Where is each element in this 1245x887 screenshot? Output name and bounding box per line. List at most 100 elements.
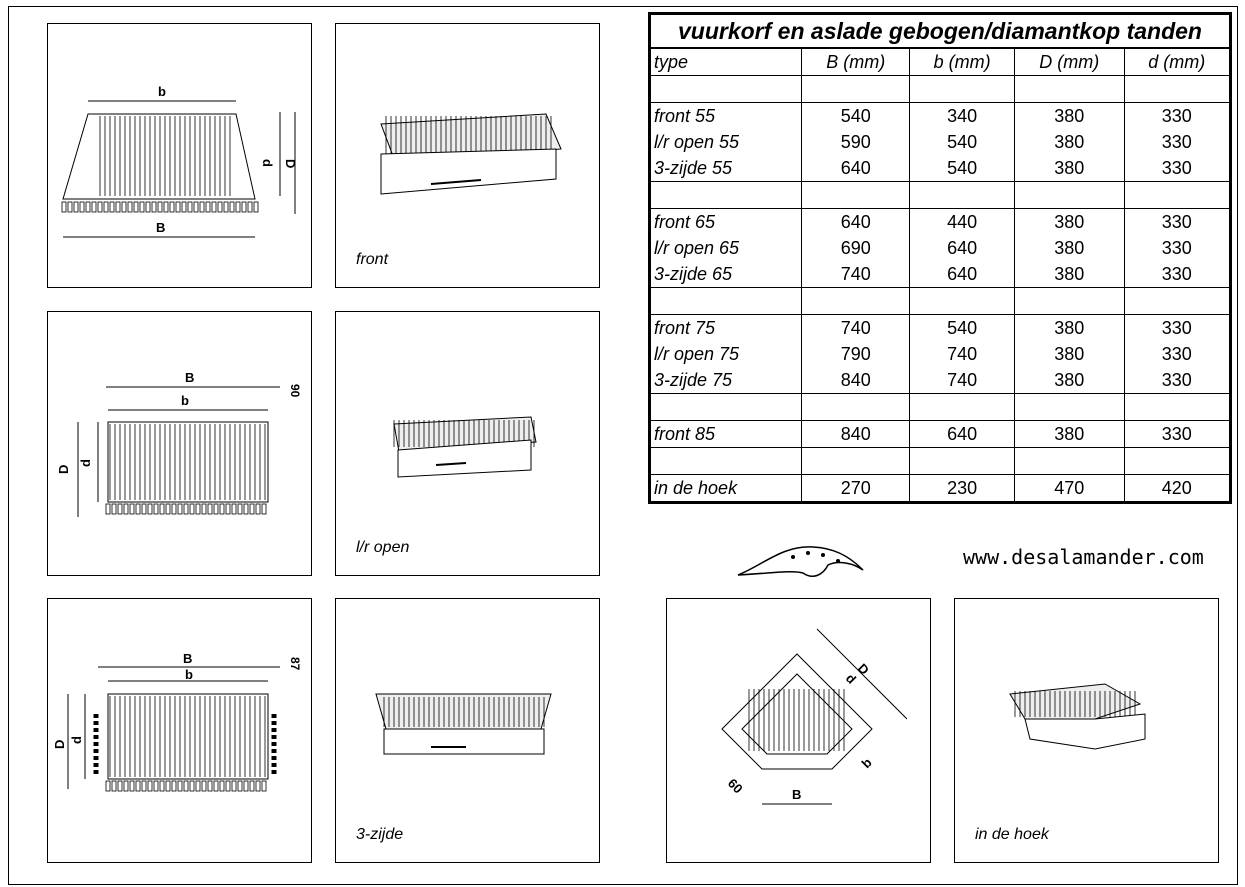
corner-dimension-drawing: B D d b 60 <box>666 598 931 863</box>
empty-cell <box>1013 181 1125 209</box>
table-cell: 640 <box>909 235 1015 261</box>
dim-B: B <box>183 651 192 666</box>
table-cell: 740 <box>801 314 911 341</box>
table-cell: 380 <box>1013 102 1125 129</box>
dim-D: D <box>52 740 67 749</box>
dim-d: d <box>843 671 859 687</box>
table-cell: 470 <box>1013 474 1125 503</box>
dim-D: D <box>56 465 71 474</box>
dim-b: b <box>185 667 193 682</box>
empty-cell <box>1123 393 1232 421</box>
table-cell: 330 <box>1123 367 1232 394</box>
caption-in-de-hoek: in de hoek <box>975 826 1049 843</box>
empty-cell <box>909 181 1015 209</box>
dimensions-table: vuurkorf en aslade gebogen/diamantkop ta… <box>648 12 1232 504</box>
grate-teeth <box>105 503 267 515</box>
table-spacer-row <box>648 287 1232 315</box>
table-cell: 380 <box>1013 129 1125 155</box>
table-cell: 740 <box>909 367 1015 394</box>
grate-bars <box>1014 691 1136 717</box>
table-cell: 590 <box>801 129 911 155</box>
empty-cell <box>801 393 911 421</box>
table-cell: 640 <box>909 420 1015 448</box>
empty-cell <box>801 75 911 103</box>
salamander-logo <box>737 546 864 577</box>
table-cell: 380 <box>1013 208 1125 235</box>
column-header: b (mm) <box>909 48 1015 76</box>
empty-cell <box>1123 75 1232 103</box>
front-perspective-drawing: front <box>335 23 600 288</box>
table-cell: 640 <box>909 261 1015 288</box>
table-cell: 330 <box>1123 155 1232 182</box>
caption-front: front <box>356 251 389 268</box>
dim-d: d <box>78 459 93 467</box>
table-spacer-row <box>648 181 1232 209</box>
dim-b: b <box>859 755 875 771</box>
table-spacer-row <box>648 447 1232 475</box>
grate-bars <box>383 697 545 727</box>
website-url[interactable]: www.desalamander.com <box>963 545 1204 569</box>
table-cell: 380 <box>1013 235 1125 261</box>
dim-b: b <box>158 84 166 99</box>
table-cell: 330 <box>1123 235 1232 261</box>
table-cell: front 75 <box>648 314 803 341</box>
table-title: vuurkorf en aslade gebogen/diamantkop ta… <box>649 13 1231 49</box>
table-cell: 380 <box>1013 314 1125 341</box>
table-cell: 3-zijde 55 <box>648 155 803 182</box>
table-cell: front 65 <box>648 208 803 235</box>
caption-lr-open: l/r open <box>356 539 410 556</box>
dim-B: B <box>156 220 165 235</box>
grate-bars <box>99 116 231 196</box>
caption-3-zijde: 3-zijde <box>356 826 404 843</box>
dim-B: B <box>792 787 801 802</box>
empty-cell <box>648 75 803 103</box>
column-header: d (mm) <box>1123 48 1232 76</box>
empty-cell <box>1123 287 1232 315</box>
column-header: D (mm) <box>1013 48 1125 76</box>
table-cell: 230 <box>909 474 1015 503</box>
table-cell: l/r open 65 <box>648 235 803 261</box>
empty-cell <box>909 393 1015 421</box>
table-cell: 3-zijde 75 <box>648 367 803 394</box>
table-cell: 540 <box>909 155 1015 182</box>
page-frame <box>8 6 1238 885</box>
empty-cell <box>801 287 911 315</box>
table-cell: 270 <box>801 474 911 503</box>
dim-d: d <box>69 736 84 744</box>
table-cell: 540 <box>909 129 1015 155</box>
table-cell: 640 <box>801 208 911 235</box>
table-cell: 380 <box>1013 367 1125 394</box>
grate-teeth <box>61 201 259 213</box>
empty-cell <box>648 287 803 315</box>
table-cell: 420 <box>1123 474 1232 503</box>
table-cell: 330 <box>1123 314 1232 341</box>
table-cell: 330 <box>1123 102 1232 129</box>
table-cell: l/r open 55 <box>648 129 803 155</box>
dim-90: 90 <box>288 384 302 398</box>
dim-87: 87 <box>288 657 302 671</box>
table-cell: 340 <box>909 102 1015 129</box>
empty-cell <box>648 181 803 209</box>
three-sided-dimension-drawing: B b D d 87 <box>47 598 312 863</box>
column-header: type <box>648 48 803 76</box>
empty-cell <box>1123 447 1232 475</box>
table-cell: 330 <box>1123 341 1232 367</box>
table-cell: 330 <box>1123 208 1232 235</box>
table-cell: 380 <box>1013 155 1125 182</box>
table-spacer-row <box>648 75 1232 103</box>
dim-D: D <box>283 159 298 168</box>
table-cell: 3-zijde 65 <box>648 261 803 288</box>
grate-bars <box>109 424 266 500</box>
table-cell: 740 <box>801 261 911 288</box>
table-cell: 380 <box>1013 261 1125 288</box>
table-cell: 840 <box>801 367 911 394</box>
empty-cell <box>909 287 1015 315</box>
table-cell: 330 <box>1123 129 1232 155</box>
table-cell: 840 <box>801 420 911 448</box>
